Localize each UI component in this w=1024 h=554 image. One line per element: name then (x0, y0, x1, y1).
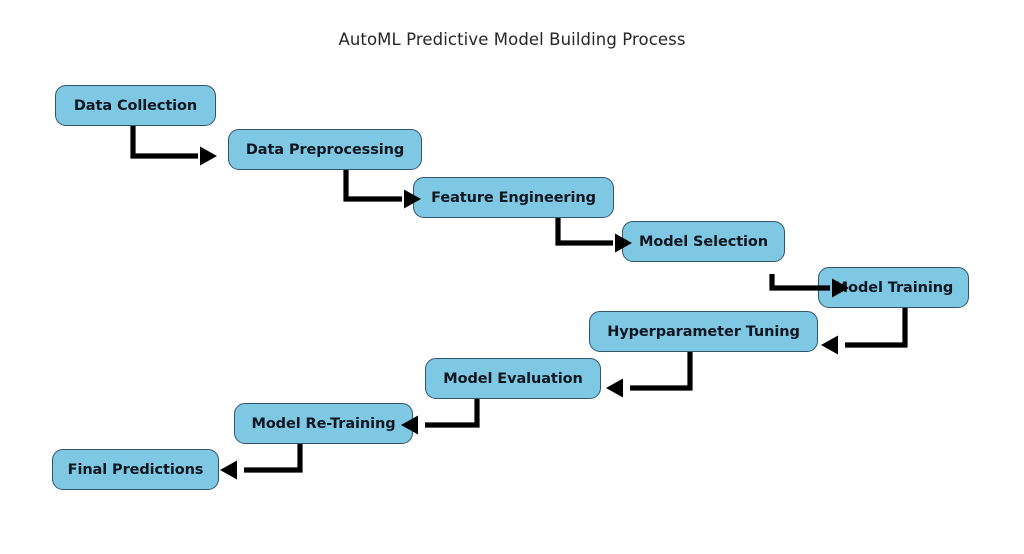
node-data-preprocessing[interactable]: Data Preprocessing (228, 129, 422, 170)
page-title: AutoML Predictive Model Building Process (338, 30, 686, 49)
edge-data-collection-to-data-preprocessing-arrowhead-icon (200, 146, 217, 166)
node-final-predictions[interactable]: Final Predictions (52, 449, 219, 490)
node-label-model-re-training: Model Re-Training (251, 415, 396, 432)
edge-model-training-to-hyperparameter-tuning-arrowhead-icon (821, 335, 838, 355)
node-label-data-preprocessing: Data Preprocessing (245, 141, 405, 158)
node-label-hyperparameter-tuning: Hyperparameter Tuning (607, 323, 800, 340)
node-label-model-training: Model Training (833, 279, 954, 296)
edge-feature-engineering-to-model-selection (555, 218, 632, 253)
edge-model-re-training-to-final-predictions-line (244, 444, 303, 473)
edge-model-re-training-to-final-predictions (220, 444, 303, 480)
edge-hyperparameter-tuning-to-model-evaluation-arrowhead-icon (606, 378, 623, 398)
edge-data-preprocessing-to-feature-engineering-line (343, 170, 402, 202)
edge-model-re-training-to-final-predictions-arrowhead-icon (220, 460, 237, 480)
edge-data-collection-to-data-preprocessing-line (130, 126, 198, 159)
node-model-training[interactable]: Model Training (818, 267, 969, 308)
edge-feature-engineering-to-model-selection-line (555, 218, 613, 246)
node-feature-engineering[interactable]: Feature Engineering (413, 177, 614, 218)
edge-data-preprocessing-to-feature-engineering (343, 170, 421, 209)
node-model-evaluation[interactable]: Model Evaluation (425, 358, 601, 399)
edge-model-training-to-hyperparameter-tuning-line (845, 308, 908, 348)
node-label-model-selection: Model Selection (639, 233, 768, 250)
node-data-collection[interactable]: Data Collection (55, 85, 216, 126)
node-model-selection[interactable]: Model Selection (622, 221, 785, 262)
node-label-data-collection: Data Collection (73, 97, 198, 114)
node-model-re-training[interactable]: Model Re-Training (234, 403, 413, 444)
node-label-final-predictions: Final Predictions (67, 461, 204, 478)
node-label-feature-engineering: Feature Engineering (431, 189, 596, 206)
node-label-model-evaluation: Model Evaluation (443, 370, 583, 387)
edge-model-training-to-hyperparameter-tuning (821, 308, 908, 355)
edge-data-collection-to-data-preprocessing (130, 126, 217, 166)
edge-hyperparameter-tuning-to-model-evaluation-line (630, 352, 693, 391)
edge-model-evaluation-to-model-re-training-line (425, 399, 480, 428)
edge-hyperparameter-tuning-to-model-evaluation (606, 352, 693, 398)
node-hyperparameter-tuning[interactable]: Hyperparameter Tuning (589, 311, 818, 352)
